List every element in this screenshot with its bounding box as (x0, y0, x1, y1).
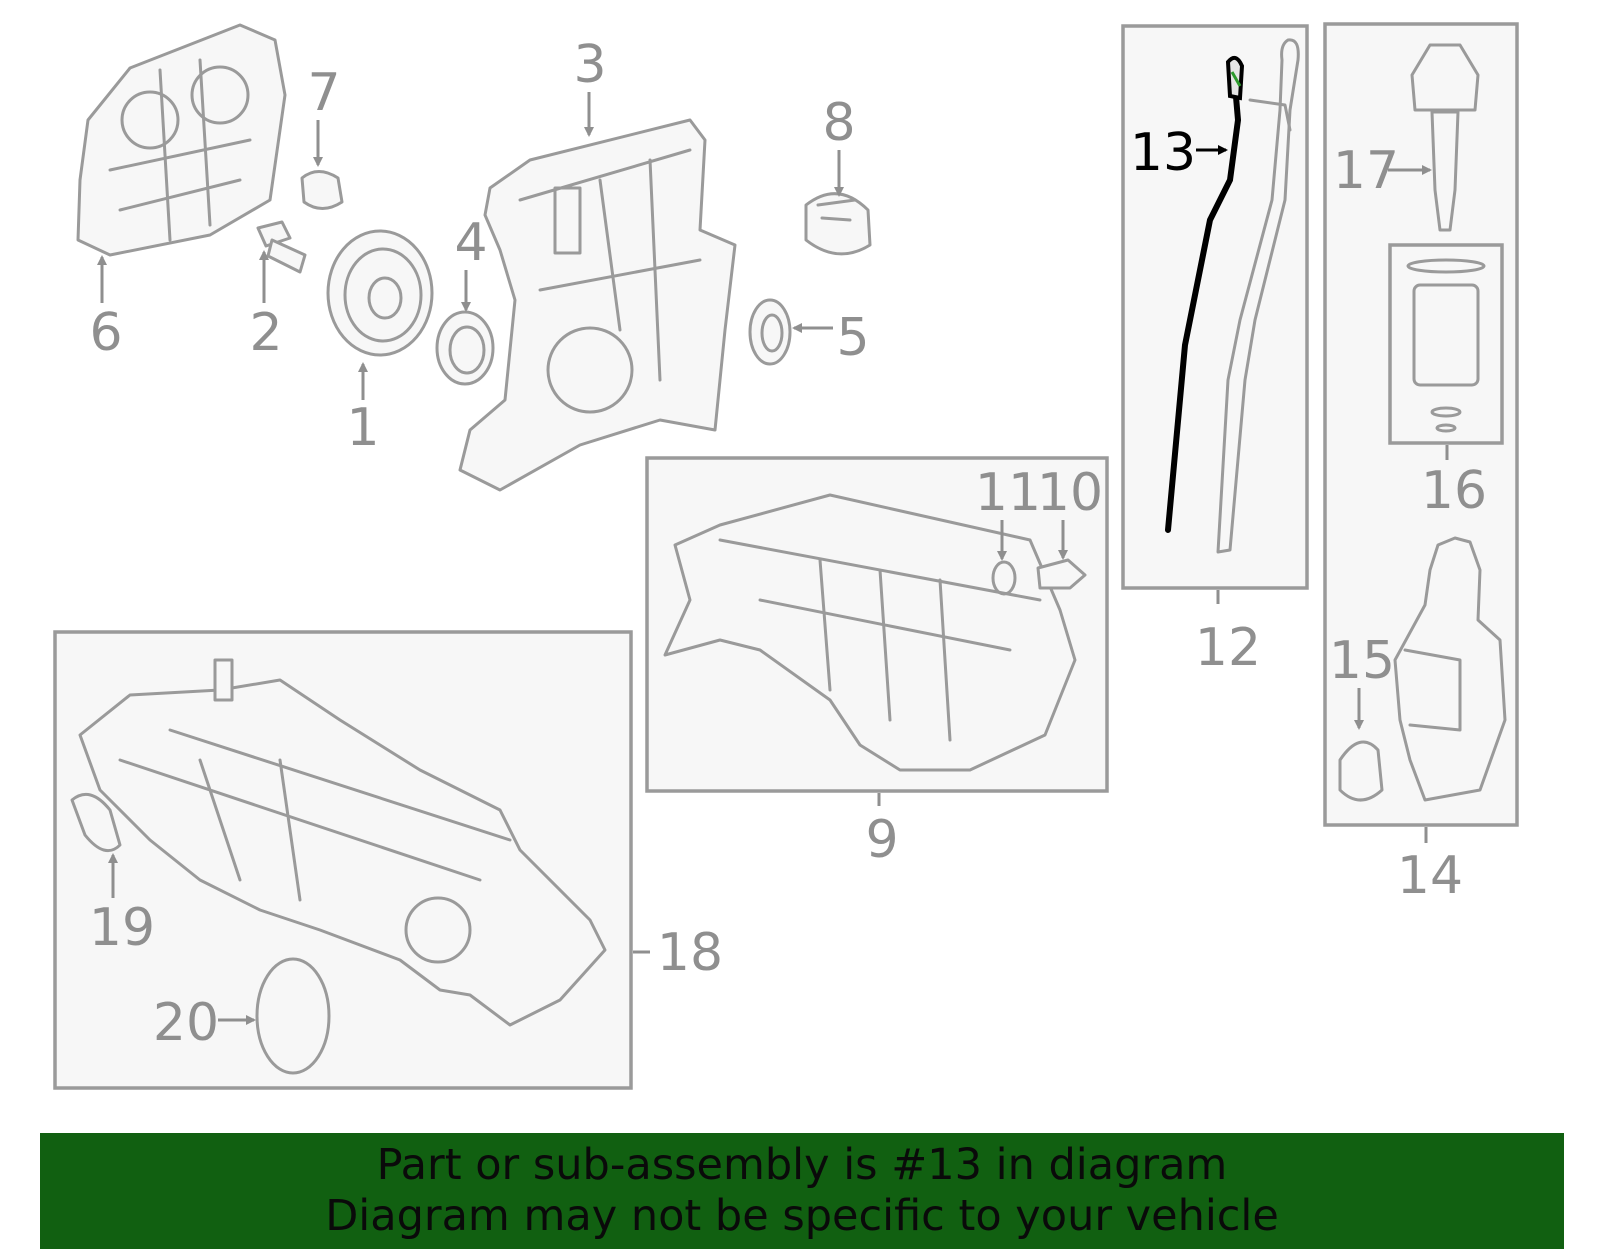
part-8-oil-cap (804, 192, 872, 256)
callout-13: 13 (1130, 123, 1196, 183)
group-box-12 (1121, 24, 1309, 590)
part-4-seal (435, 310, 495, 386)
part-14-filter-housing (1393, 536, 1507, 802)
part-12-dipstick-tube (1216, 38, 1300, 554)
callout-6: 6 (89, 303, 122, 363)
callout-12: 12 (1195, 618, 1261, 678)
part-6-timing-cover-plate (76, 23, 287, 257)
callout-15: 15 (1329, 631, 1395, 691)
part-5-seal (748, 298, 792, 366)
callout-10: 10 (1037, 463, 1103, 523)
callout-18: 18 (657, 923, 723, 983)
banner-line-disclaimer: Diagram may not be specific to your vehi… (325, 1191, 1279, 1241)
part-18-intake-manifold (78, 658, 607, 1027)
banner-line-part: Part or sub-assembly is #13 in diagram (376, 1140, 1228, 1190)
part-16-filter-element (1406, 258, 1486, 433)
part-9-oil-pan (663, 493, 1077, 772)
part-3-front-timing-cover (458, 118, 737, 492)
callout-11: 11 (975, 463, 1041, 523)
callout-8: 8 (822, 93, 855, 153)
part-10-drain-plug (1036, 558, 1087, 590)
part-19-gasket (70, 792, 122, 853)
callout-17: 17 (1333, 141, 1399, 201)
callout-3: 3 (573, 35, 606, 95)
callout-5: 5 (836, 308, 869, 368)
part-13-dipstick (1165, 55, 1245, 533)
part-20-oring (255, 957, 331, 1075)
callouts: 1 2 3 4 5 6 7 8 9 10 11 12 13 14 15 16 1… (89, 35, 1487, 1053)
callout-4: 4 (454, 213, 487, 273)
callout-9: 9 (865, 810, 898, 870)
part-1-crank-pulley (326, 229, 434, 357)
callout-14: 14 (1397, 846, 1463, 906)
part-15-gasket (1338, 740, 1384, 802)
part-17-filter-cap (1410, 43, 1480, 232)
callout-7: 7 (307, 63, 340, 123)
part-11-washer (991, 560, 1017, 596)
callout-2: 2 (249, 303, 282, 363)
callout-19: 19 (89, 898, 155, 958)
callout-20: 20 (153, 993, 219, 1053)
callout-16: 16 (1421, 461, 1487, 521)
info-banner: Part or sub-assembly is #13 in diagram D… (40, 1133, 1564, 1249)
part-7-cap (300, 170, 344, 210)
callout-1: 1 (346, 398, 379, 458)
part-2-bolt (256, 220, 307, 274)
leaders (97, 92, 1449, 1025)
